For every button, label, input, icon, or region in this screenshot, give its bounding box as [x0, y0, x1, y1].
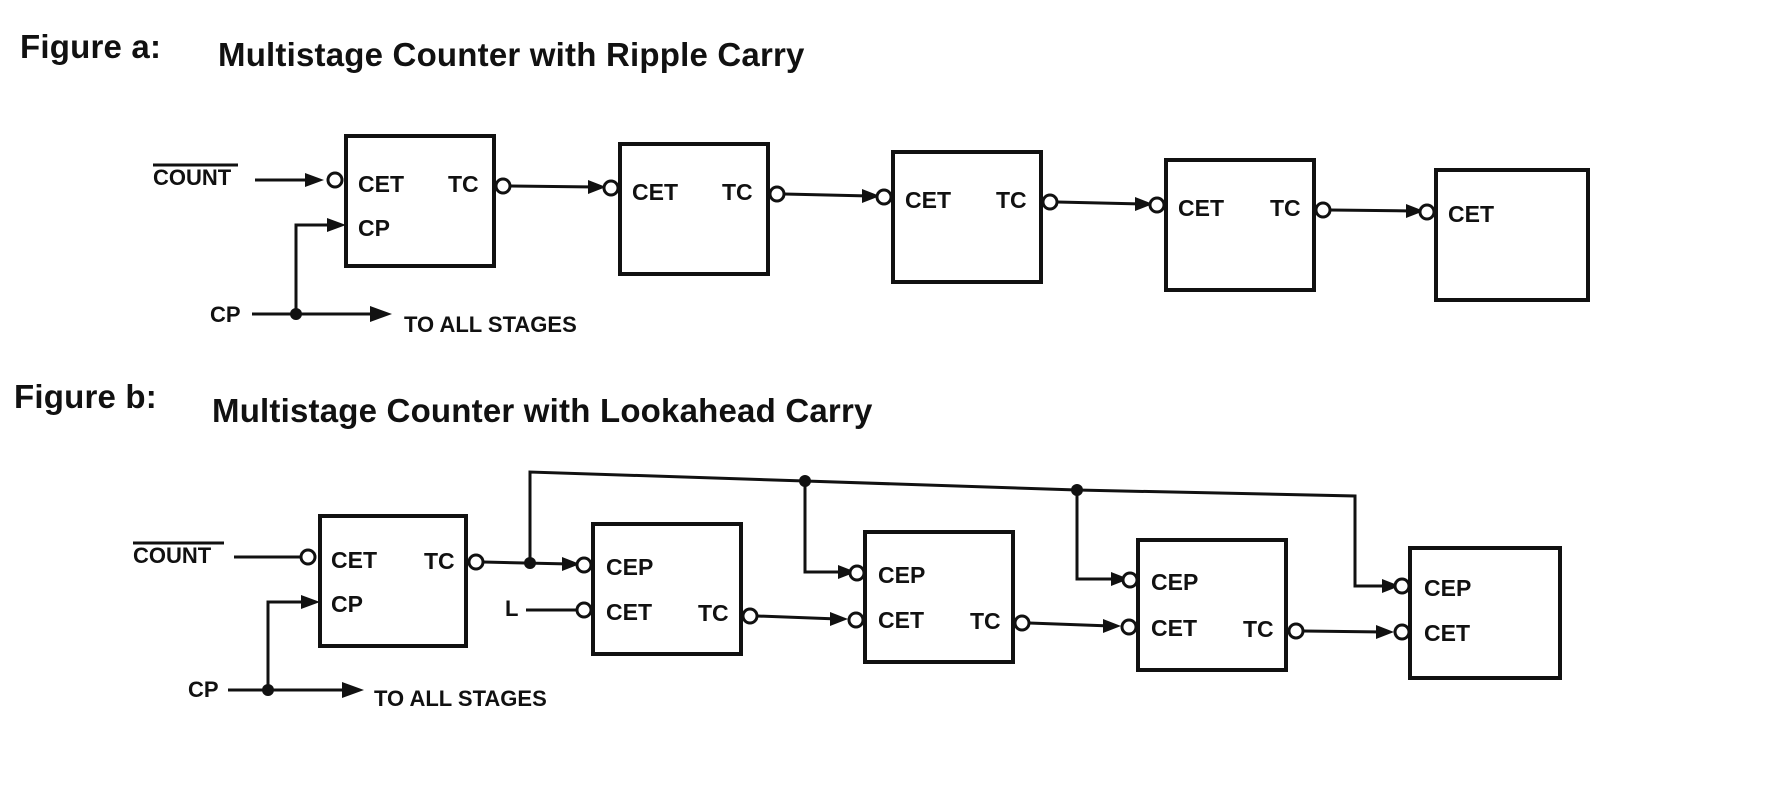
figure-b-stage-1-box [318, 514, 468, 648]
figure-a-stage-4-tc-bubble [1314, 201, 1332, 219]
figure-b-count-input-label: COUNT [133, 543, 212, 568]
figure-b-stage-5-cet-label: CET [1424, 620, 1470, 646]
figure-a-stage-5-cet-label: CET [1448, 201, 1494, 227]
figure-b-lookahead-bus [528, 470, 1390, 588]
figure-a-diagram: COUNT CP TO ALL STAGES CET CP TC CET TC … [153, 134, 1590, 337]
figure-b-title: Multistage Counter with Lookahead Carry [212, 392, 873, 429]
figure-a-stage-1-cet-bubble [326, 171, 344, 189]
figure-a-stage-5-box [1434, 168, 1590, 302]
figure-b-stage-3-tc-label: TC [970, 608, 1001, 634]
figure-b-stage-2-cep-label: CEP [606, 554, 653, 580]
figure-b-stage-5-cet-bubble [1393, 623, 1411, 641]
figure-a-stage-2-tc-bubble [768, 185, 786, 203]
figure-a-stage-3-cet-label: CET [905, 187, 951, 213]
figure-a-stage-2-box [618, 142, 770, 276]
figure-a-carry-arrow-1 [588, 180, 606, 194]
figure-b-stage-2-cet-bubble [575, 601, 593, 619]
figure-b-l-input-label: L [505, 596, 518, 621]
figure-a-stage-4-tc-label: TC [1270, 195, 1301, 221]
figure-b-stage-4-tc-label: TC [1243, 616, 1274, 642]
figure-a-carry-wire-4 [1329, 208, 1415, 213]
figure-a-carry-wire-2 [783, 192, 871, 198]
figure-a-carry-wire-1 [509, 184, 597, 189]
figure-b-cep3-arrow [838, 565, 856, 579]
figure-b-to-all-stages-label: TO ALL STAGES [374, 686, 547, 711]
figure-b-stage-1-tc-bubble [467, 553, 485, 571]
figure-b-stage-4-tc-bubble [1287, 622, 1305, 640]
figure-b-stage-2-tc-label: TC [698, 600, 729, 626]
figure-b-cep4-branch-wire [1075, 490, 1119, 581]
figure-b-stage-1-cp-label: CP [331, 591, 363, 617]
figure-b-stage-5-box [1408, 546, 1562, 680]
figure-a-cp-branch-wire [294, 223, 334, 314]
figure-a-to-all-stages-label: TO ALL STAGES [404, 312, 577, 337]
figure-a-label: Figure a: [20, 28, 162, 65]
figure-b-stage-4-cet-label: CET [1151, 615, 1197, 641]
figure-b-stage-3-cet-label: CET [878, 607, 924, 633]
figure-a-count-arrow [305, 173, 324, 187]
figure-b-diagram: COUNT CP TO ALL STAGES CET CP TC [133, 470, 1562, 711]
figure-a-stage-4-cet-label: CET [1178, 195, 1224, 221]
figure-b-to-all-arrow [342, 682, 364, 698]
figure-a-stage-1-cp-label: CP [358, 215, 390, 241]
figure-a-stage-4-cet-bubble [1148, 196, 1166, 214]
figure-b-stage-2-cep-bubble [575, 556, 593, 574]
figure-b-cep4-arrow [1111, 572, 1129, 586]
figure-a-stage-3-tc-label: TC [996, 187, 1027, 213]
figure-b-stage-4-cep-label: CEP [1151, 569, 1198, 595]
figure-a-stage-4-box [1164, 158, 1316, 292]
figure-a-stage-2-cet-label: CET [632, 179, 678, 205]
figure-a-to-all-arrow [370, 306, 392, 322]
figure-a-title: Multistage Counter with Ripple Carry [218, 36, 805, 73]
figure-a-carry-wire-3 [1056, 200, 1144, 206]
figure-a-stage-3-cet-bubble [875, 188, 893, 206]
figure-b-cep5-arrow [1382, 579, 1400, 593]
figure-b-stage-2-box [591, 522, 743, 656]
figure-b-cet3-arrow [830, 612, 848, 626]
figure-a-stage-3-box [891, 150, 1043, 284]
figure-a-stage-1-cet-label: CET [358, 171, 404, 197]
figure-a-cp-input-label: CP [210, 302, 241, 327]
figure-b-cp-input-label: CP [188, 677, 219, 702]
figure-b-stage-3-box [863, 530, 1015, 664]
figure-b-stage-3-tc-bubble [1013, 614, 1031, 632]
figure-a-stage-1-tc-bubble [494, 177, 512, 195]
figure-b-stage-1-cet-label: CET [331, 547, 377, 573]
figure-b-cep3-branch-wire [803, 481, 846, 574]
figure-b-stage-4-cep-bubble [1121, 571, 1139, 589]
figure-b-cet4-arrow [1103, 619, 1121, 633]
figure-a-stage-1-tc-label: TC [448, 171, 479, 197]
figure-a-stage-5-cet-bubble [1418, 203, 1436, 221]
figure-b-stage-3-cet-bubble [847, 611, 865, 629]
figure-a-carry-arrow-2 [862, 189, 880, 203]
figure-b-stage-5-cep-label: CEP [1424, 575, 1471, 601]
figure-b-stage-3-cep-bubble [848, 564, 866, 582]
figure-b-tc2-to-cet3-wire [756, 614, 839, 621]
figure-a-stage-1-box [344, 134, 496, 268]
figure-a-stage-3-tc-bubble [1041, 193, 1059, 211]
figure-b-tc4-to-cet5-wire [1302, 629, 1385, 634]
figure-b-stage-1-cet-bubble [299, 548, 317, 566]
figure-a-cp-branch-arrow [327, 218, 346, 232]
figure-b-stage-1-tc-label: TC [424, 548, 455, 574]
figure-b-cet5-arrow [1376, 625, 1394, 639]
figure-b-cp-branch-arrow [301, 595, 320, 609]
figure-a-carry-arrow-4 [1406, 204, 1424, 218]
figure-b-stage-4-cet-bubble [1120, 618, 1138, 636]
figure-a-stage-2-tc-label: TC [722, 179, 753, 205]
figure-b-tc3-to-cet4-wire [1028, 621, 1112, 628]
figure-a-stage-2-cet-bubble [602, 179, 620, 197]
figure-b-stage-3-cep-label: CEP [878, 562, 925, 588]
figure-b-stage-2-tc-bubble [741, 607, 759, 625]
figure-b-cep2-arrow [562, 557, 580, 571]
figure-b-stage-4-box [1136, 538, 1288, 672]
figure-b-stage-2-cet-label: CET [606, 599, 652, 625]
figure-a-count-input-label: COUNT [153, 165, 232, 190]
figure-a-carry-arrow-3 [1135, 197, 1153, 211]
figure-b-label: Figure b: [14, 378, 157, 415]
figure-b-stage-5-cep-bubble [1393, 577, 1411, 595]
figure-b-cp-branch-wire [266, 600, 308, 690]
